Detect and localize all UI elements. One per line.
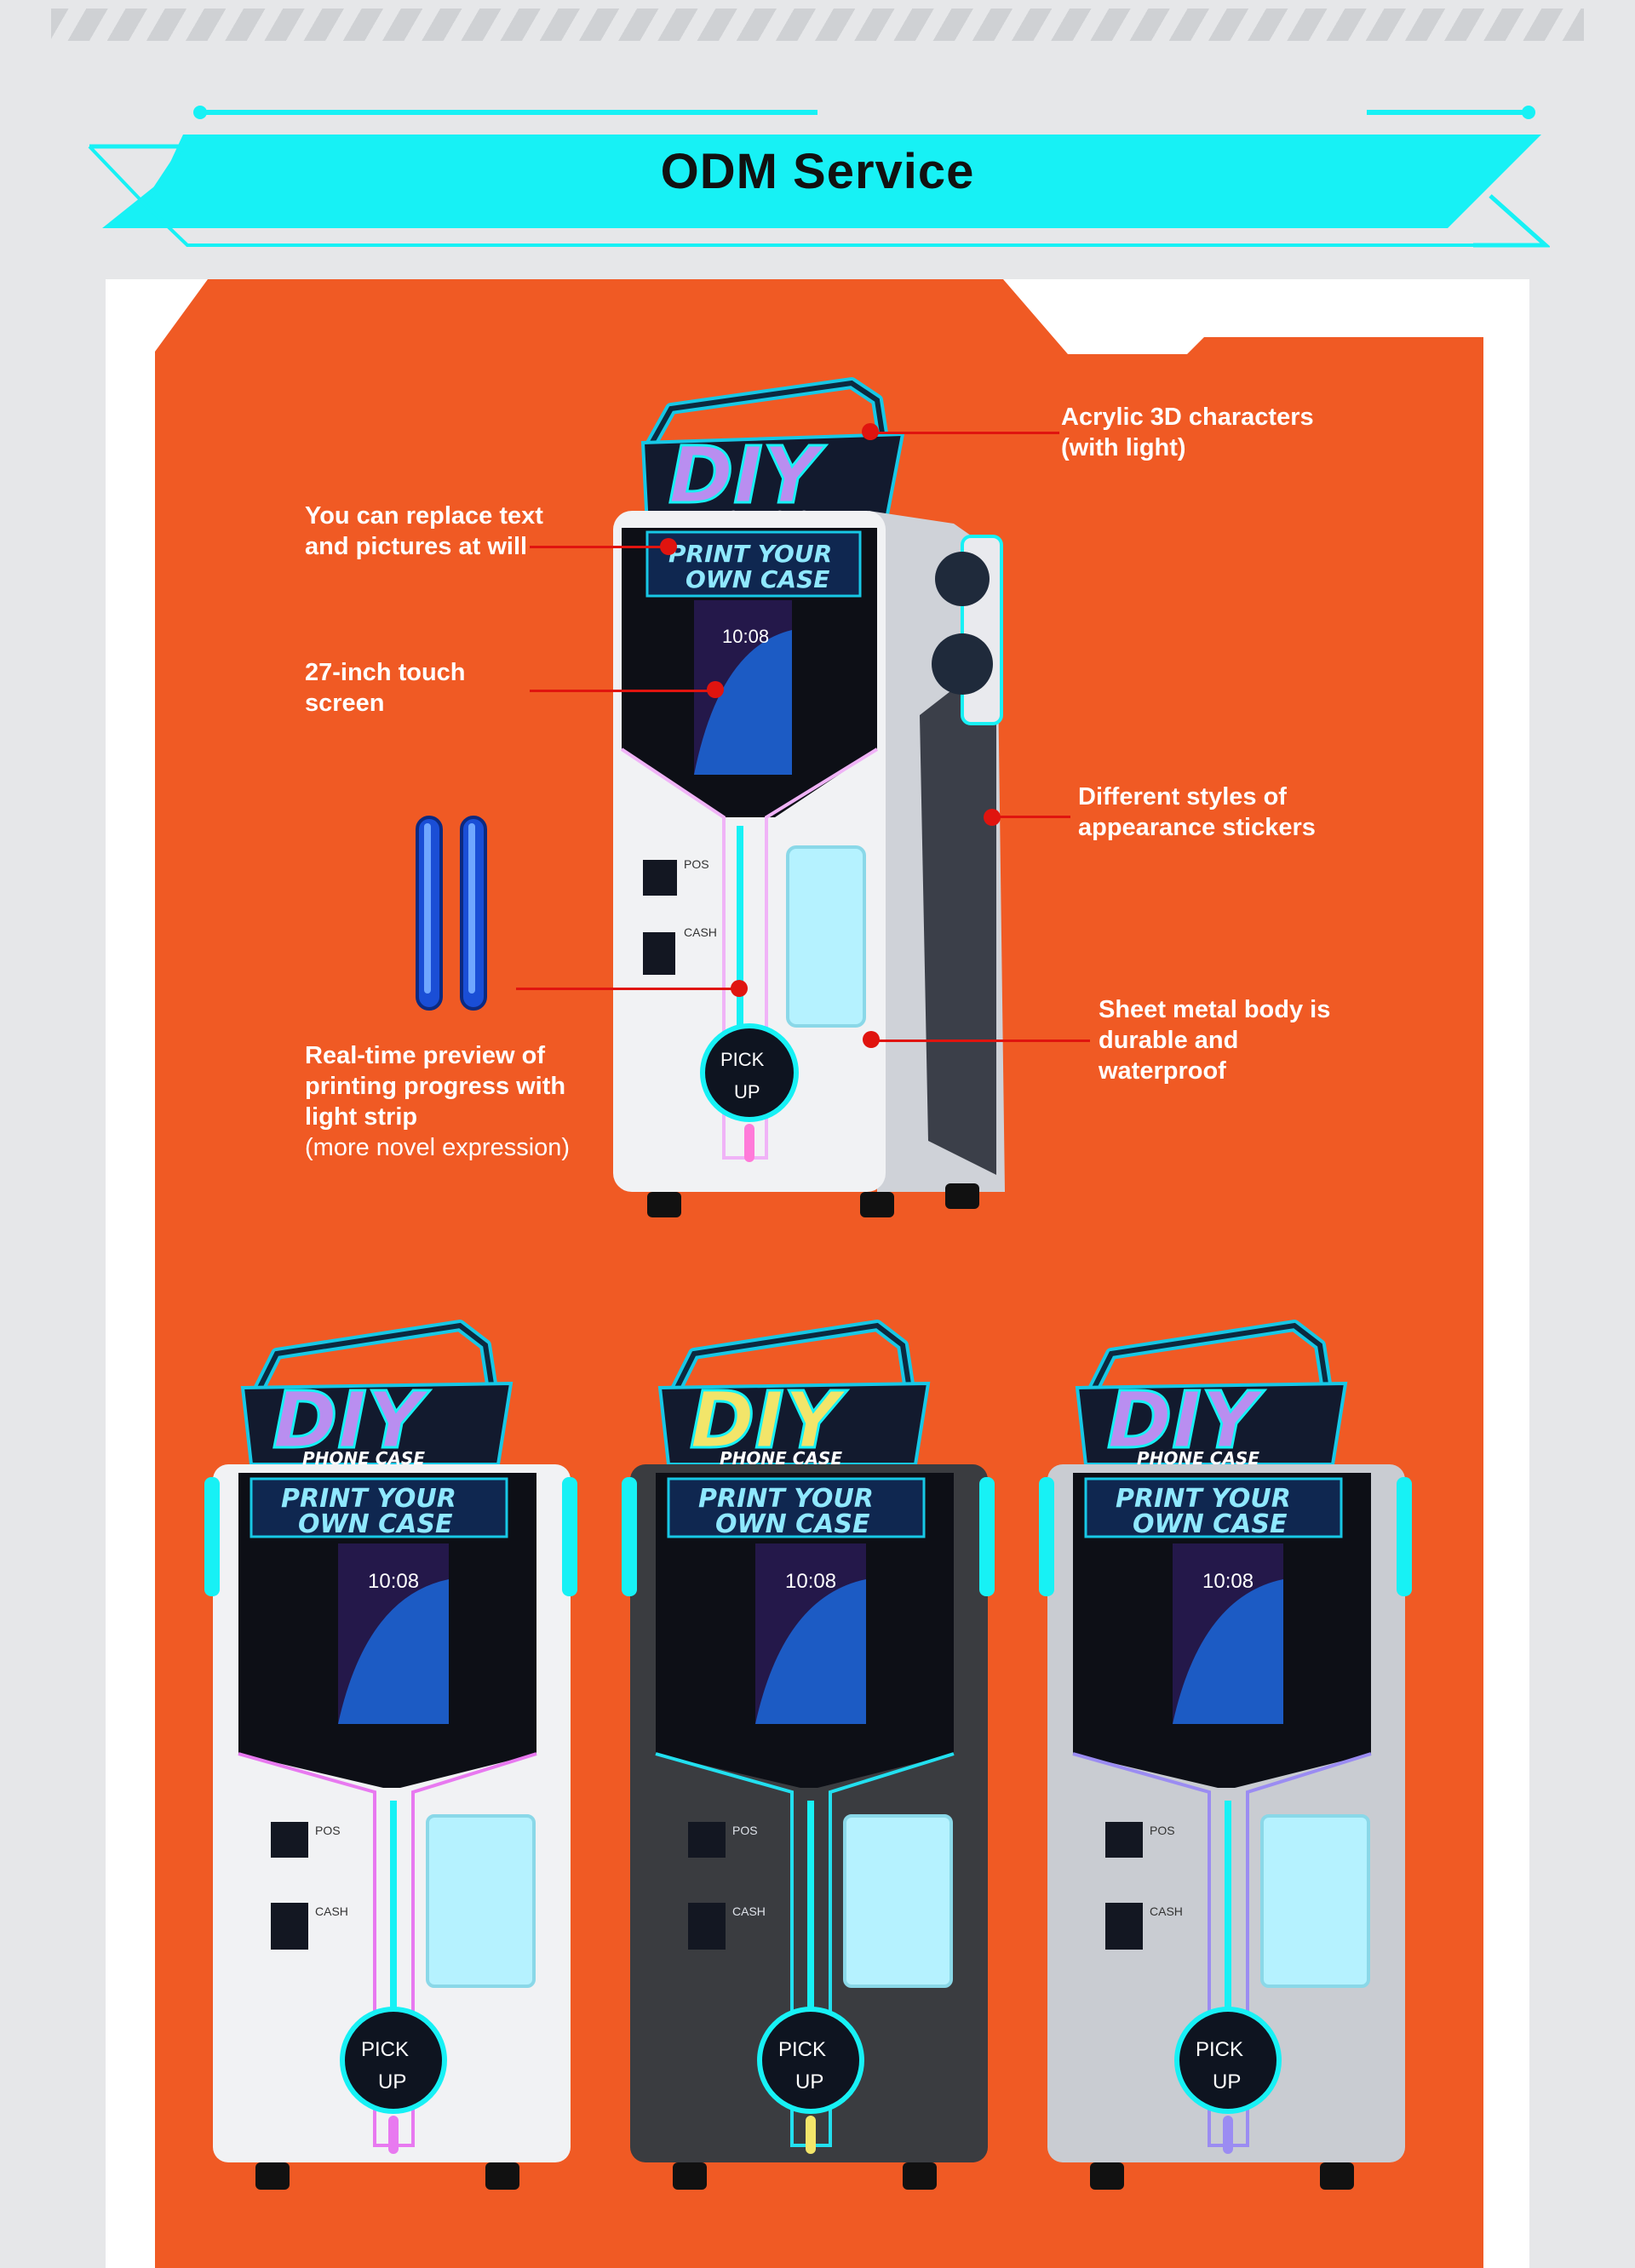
- variant-machine-black: DIY PHONE CASE PRINT YOUR OWN CASE 10:08…: [622, 1315, 996, 2201]
- variant-logo-text: DIY: [1107, 1375, 1265, 1466]
- variant-pick-label: PICK: [778, 2038, 826, 2061]
- callout-line-screen: [530, 690, 708, 692]
- hero-banner-line-1: PRINT YOUR: [668, 540, 832, 568]
- hero-machine: DIY PHONE CASE PRINT YOUR OWN CASE 10:08…: [596, 375, 1039, 1239]
- variant-up-label: UP: [1213, 2070, 1241, 2093]
- variant-up-label: UP: [378, 2070, 406, 2093]
- hero-banner-line-2: OWN CASE: [686, 565, 829, 593]
- variant-pick-label: PICK: [1196, 2038, 1243, 2061]
- variant-pos-label: POS: [732, 1824, 758, 1837]
- variant-clock: 10:08: [785, 1570, 836, 1593]
- variant-banner-line-2: OWN CASE: [298, 1509, 453, 1539]
- section-banner: ODM Service: [85, 102, 1552, 255]
- variant-clock: 10:08: [368, 1570, 419, 1593]
- callout-dot-preview: [731, 980, 748, 997]
- variant-machine-silver: DIY PHONE CASE PRINT YOUR OWN CASE 10:08…: [1039, 1315, 1414, 2201]
- variant-up-label: UP: [795, 2070, 823, 2093]
- callout-replace: You can replace text and pictures at wil…: [305, 502, 543, 560]
- variant-cash-label: CASH: [1150, 1904, 1183, 1918]
- callout-dot-acrylic: [862, 423, 879, 440]
- variant-pos-label: POS: [1150, 1824, 1175, 1837]
- variant-banner-line-2: OWN CASE: [1133, 1509, 1288, 1539]
- light-strip-illustration: [416, 816, 487, 1011]
- hero-machine-illustration: DIY PHONE CASE PRINT YOUR OWN CASE 10:08…: [613, 377, 1005, 1217]
- callout-line-preview: [516, 988, 737, 990]
- variant-banner-line-1: PRINT YOUR: [1116, 1484, 1291, 1514]
- callout-line-acrylic: [872, 432, 1059, 434]
- hero-pick-label: PICK: [720, 1049, 765, 1070]
- variant-pos-label: POS: [315, 1824, 341, 1837]
- callout-stickers: Different styles of appearance stickers: [1078, 783, 1316, 841]
- callout-preview-text: Real-time preview of printing progress w…: [305, 1042, 566, 1131]
- callout-screen: 27-inch touch screen: [305, 659, 466, 717]
- callout-dot-metal: [863, 1031, 880, 1048]
- hero-up-label: UP: [734, 1081, 760, 1102]
- banner-ribbon: [88, 106, 1552, 248]
- variant-clock: 10:08: [1202, 1570, 1254, 1593]
- callout-dot-screen: [707, 681, 724, 698]
- hero-clock: 10:08: [722, 626, 769, 647]
- hero-logo-text: DIY: [668, 430, 827, 521]
- page-title: ODM Service: [660, 144, 975, 199]
- callout-acrylic: Acrylic 3D characters (with light): [1061, 404, 1314, 461]
- callout-line-stickers: [996, 816, 1070, 818]
- callout-line-metal: [877, 1040, 1090, 1042]
- variant-pick-label: PICK: [361, 2038, 409, 2061]
- callout-preview: Real-time preview of printing progress w…: [305, 1040, 594, 1163]
- variant-banner-line-2: OWN CASE: [715, 1509, 870, 1539]
- hero-cash-label: CASH: [684, 925, 717, 939]
- variant-logo-text: DIY: [272, 1375, 431, 1466]
- variant-logo-text: DIY: [690, 1375, 848, 1466]
- hero-pos-label: POS: [684, 857, 709, 871]
- variant-banner-line-1: PRINT YOUR: [281, 1484, 456, 1514]
- callout-metal: Sheet metal body is durable and waterpro…: [1099, 996, 1331, 1085]
- top-decorative-stripe: [51, 9, 1584, 41]
- variant-banner-line-1: PRINT YOUR: [698, 1484, 874, 1514]
- callout-dot-replace: [660, 538, 677, 555]
- callout-preview-note: (more novel expression): [305, 1134, 571, 1161]
- callout-line-replace: [530, 546, 670, 548]
- variant-cash-label: CASH: [732, 1904, 766, 1918]
- callout-dot-stickers: [984, 809, 1001, 826]
- variant-cash-label: CASH: [315, 1904, 348, 1918]
- variant-machine-white: DIY PHONE CASE PRINT YOUR OWN CASE 10:08…: [204, 1315, 579, 2201]
